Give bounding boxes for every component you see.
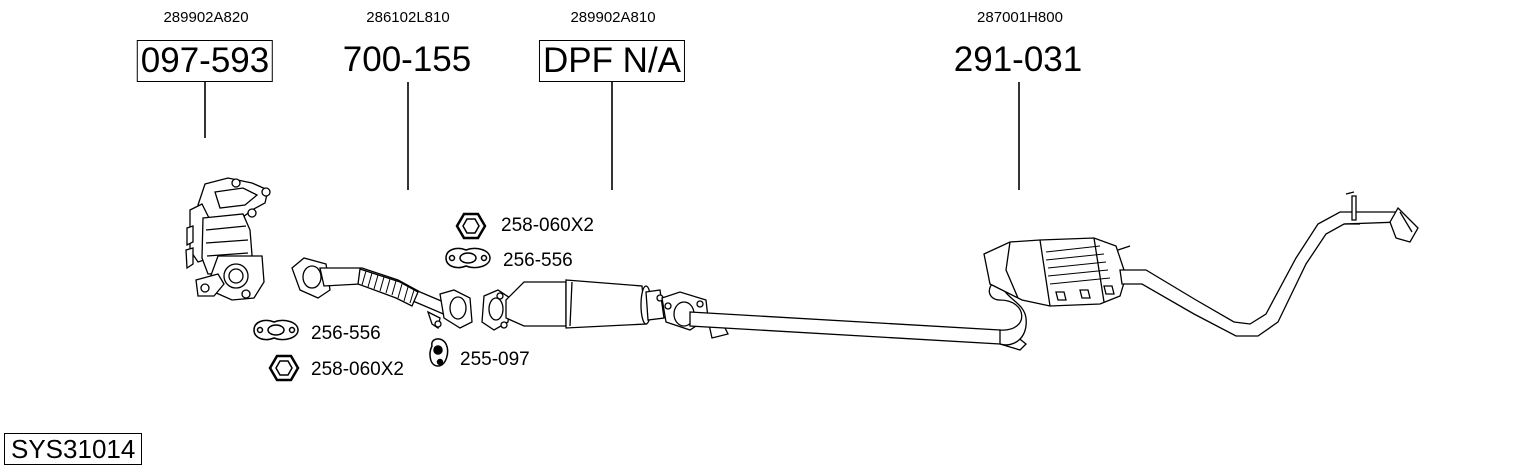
front-pipe-drawing[interactable] (292, 258, 472, 328)
leader-lines (205, 82, 1019, 190)
accessory-gasket-bottom-label[interactable]: 256-556 (311, 323, 381, 344)
gasket-icon-top[interactable] (446, 248, 490, 267)
catalytic-converter-drawing[interactable] (186, 178, 270, 300)
accessory-gasket-top-label[interactable]: 256-556 (503, 250, 573, 271)
rubber-mount-icon[interactable] (430, 339, 448, 366)
accessory-mount-label[interactable]: 255-097 (460, 349, 530, 370)
oem-number-dpf: 289902A810 (570, 9, 656, 26)
oem-number-catalyst: 289902A820 (163, 9, 249, 26)
accessory-nut-top-label[interactable]: 258-060X2 (501, 215, 594, 236)
oem-number-rear-silencer: 287001H800 (977, 9, 1063, 26)
gasket-icon-bottom[interactable] (254, 320, 298, 339)
rear-silencer-drawing[interactable] (662, 192, 1418, 350)
part-number-front-pipe[interactable]: 700-155 (342, 40, 472, 79)
oem-number-front-pipe: 286102L810 (366, 9, 450, 26)
part-number-dpf[interactable]: DPF N/A (538, 40, 686, 82)
hex-nut-icon-top[interactable] (457, 214, 485, 238)
dpf-drawing[interactable] (482, 280, 664, 330)
part-number-catalyst[interactable]: 097-593 (136, 40, 274, 82)
part-number-rear-silencer[interactable]: 291-031 (953, 40, 1083, 79)
hex-nut-icon-bottom[interactable] (270, 356, 298, 380)
accessory-nut-bottom-label[interactable]: 258-060X2 (311, 359, 404, 380)
system-id-badge: SYS31014 (4, 433, 143, 465)
